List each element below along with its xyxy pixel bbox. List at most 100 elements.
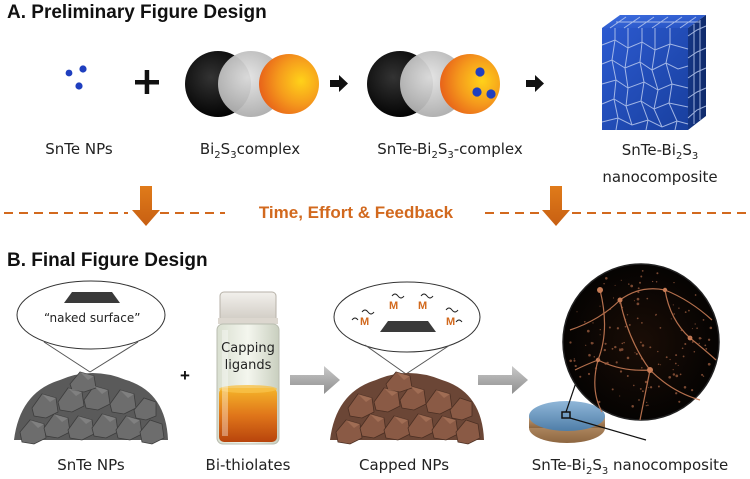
micrograph-speckle	[569, 359, 572, 363]
micrograph-speckle	[647, 404, 649, 407]
micrograph-speckle	[620, 279, 622, 281]
micrograph-speckle	[691, 389, 694, 392]
micrograph-speckle	[608, 326, 611, 329]
micrograph-speckle	[688, 309, 690, 312]
micrograph-speckle	[621, 306, 624, 309]
micrograph-speckle	[594, 367, 598, 370]
micrograph-speckle	[641, 344, 645, 347]
micrograph-speckle	[586, 329, 590, 333]
label-bi2s3-complex: Bi2S3complex	[199, 140, 301, 161]
snte-bi2s3-complex-circles	[367, 51, 500, 117]
micrograph-speckle	[679, 373, 682, 376]
micrograph-speckle	[675, 354, 678, 357]
micrograph-speckle	[614, 345, 617, 349]
microstructure-circle	[562, 263, 720, 421]
arrow-right-icon	[526, 75, 544, 92]
micrograph-speckle	[606, 361, 609, 365]
micrograph-speckle	[696, 327, 698, 330]
micrograph-speckle	[640, 357, 643, 360]
micrograph-speckle	[636, 297, 640, 301]
micrograph-speckle	[628, 323, 631, 326]
micrograph-speckle	[657, 350, 659, 353]
micrograph-speckle	[579, 375, 582, 378]
micrograph-speckle	[639, 341, 642, 344]
micrograph-speckle	[599, 328, 601, 331]
micrograph-speckle	[620, 348, 624, 351]
micrograph-speckle	[673, 281, 675, 284]
micrograph-speckle	[603, 348, 606, 352]
micrograph-speckle	[626, 356, 630, 360]
micrograph-speckle	[673, 313, 675, 315]
micrograph-speckle	[619, 370, 623, 373]
micrograph-speckle	[611, 388, 614, 391]
micrograph-speckle	[641, 322, 643, 324]
micrograph-speckle	[669, 358, 671, 361]
micrograph-speckle	[675, 392, 678, 395]
label-snte-bi2s3-complex: SnTe-Bi2S3-complex	[377, 140, 523, 161]
capped-nanoparticle-pile	[330, 371, 484, 445]
micrograph-speckle	[597, 357, 600, 360]
micrograph-speckle	[672, 373, 676, 376]
micrograph-speckle	[707, 338, 711, 341]
micrograph-speckle	[678, 307, 680, 309]
micrograph-speckle	[640, 275, 643, 278]
section-b-heading: B. Final Figure Design	[7, 250, 208, 271]
micrograph-speckle	[590, 341, 593, 344]
micrograph-speckle	[657, 363, 660, 366]
micrograph-speckle	[593, 356, 596, 358]
micrograph-speckle	[587, 372, 591, 376]
micrograph-speckle	[693, 351, 696, 353]
micrograph-speckle	[619, 301, 622, 305]
micrograph-speckle	[656, 272, 659, 275]
label-bi-thiolates: Bi-thiolates	[205, 456, 291, 474]
micrograph-speckle	[675, 374, 679, 378]
ligand-m-label: M	[418, 300, 428, 312]
micrograph-speckle	[700, 337, 702, 340]
micrograph-speckle	[588, 353, 591, 357]
label-nanocomposite-b: SnTe-Bi2S3 nanocomposite	[531, 456, 729, 477]
micrograph-speckle	[707, 362, 711, 366]
micrograph-speckle	[684, 311, 687, 313]
micrograph-speckle	[638, 399, 640, 401]
micrograph-speckle	[602, 312, 605, 315]
micrograph-speckle	[705, 348, 708, 350]
ligand-m-label: M	[446, 316, 456, 328]
section-a-heading: A. Preliminary Figure Design	[7, 2, 267, 23]
label-snte-nps-b: SnTe NPs	[57, 456, 125, 474]
micrograph-speckle	[644, 380, 648, 384]
micrograph-speckle	[657, 385, 660, 388]
micrograph-speckle	[639, 281, 641, 284]
micrograph-speckle	[698, 342, 700, 344]
micrograph-speckle	[651, 280, 654, 283]
label-nanocomposite-a: SnTe-Bi2S3 nanocomposite	[602, 141, 718, 186]
micrograph-speckle	[702, 319, 705, 321]
micrograph-speckle	[681, 347, 684, 350]
micrograph-speckle	[672, 369, 674, 371]
micrograph-speckle	[660, 364, 662, 366]
micrograph-speckle	[592, 342, 594, 344]
micrograph-speckle	[585, 344, 587, 346]
micrograph-speckle	[604, 342, 607, 345]
micrograph-speckle	[634, 352, 636, 354]
micrograph-speckle	[655, 313, 657, 316]
micrograph-speckle	[569, 341, 572, 344]
micrograph-speckle	[655, 280, 658, 283]
micrograph-speckle	[636, 302, 640, 306]
micrograph-speckle	[637, 291, 640, 294]
micrograph-speckle	[619, 395, 621, 397]
micrograph-speckle	[668, 375, 672, 379]
feedback-text: Time, Effort & Feedback	[258, 203, 454, 222]
micrograph-speckle	[682, 355, 685, 358]
micrograph-speckle	[635, 352, 638, 356]
micrograph-speckle	[614, 284, 616, 286]
micrograph-speckle	[674, 362, 677, 365]
micrograph-speckle	[626, 375, 629, 377]
snte-nanoparticle-pile	[14, 371, 168, 445]
callout-capped-surface	[333, 281, 481, 375]
bi2s3-complex-circles	[185, 51, 319, 117]
micrograph-speckle	[609, 308, 612, 310]
plus-sign-b: +	[180, 366, 190, 385]
gray-arrow-right-icon	[478, 366, 528, 394]
vial-label: Capping ligands	[221, 341, 275, 373]
